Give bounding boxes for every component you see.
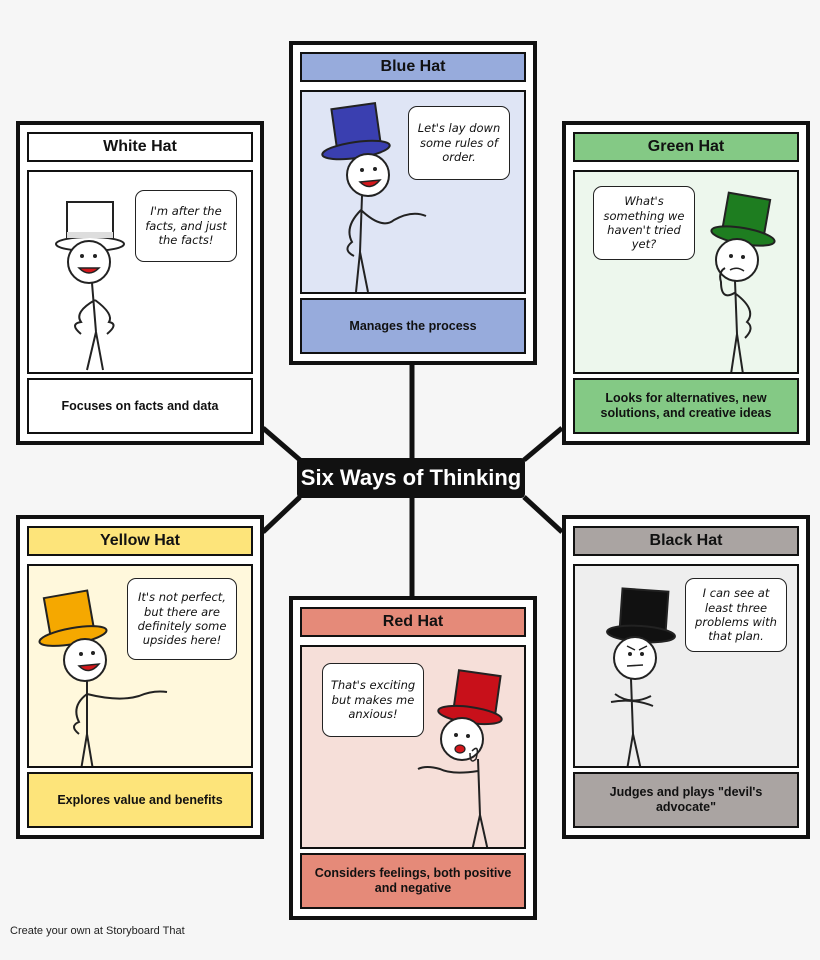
stick-figure [55,201,125,371]
card-scene: I can see at least three problems with t… [573,564,799,768]
card-header: Blue Hat [300,52,526,82]
speech-bubble: Let's lay down some rules of order. [408,106,510,180]
stick-figure [417,669,503,847]
stick-figure [38,589,168,766]
card-caption: Looks for alternatives, new solutions, a… [573,378,799,434]
diagram-title: Six Ways of Thinking [297,458,525,498]
card-red-hat: Red Hat That's exciting but makes me anx… [289,596,537,920]
card-header: Yellow Hat [27,526,253,556]
card-scene: What's something we haven't tried yet? [573,170,799,374]
speech-bubble: I'm after the facts, and just the facts! [135,190,237,262]
card-green-hat: Green Hat What's something we haven't tr… [562,121,810,445]
card-header: Red Hat [300,607,526,637]
card-scene: It's not perfect, but there are definite… [27,564,253,768]
hat-icon [38,589,108,647]
speech-bubble: It's not perfect, but there are definite… [127,578,237,660]
hat-icon [606,587,676,644]
card-header: Green Hat [573,132,799,162]
stick-figure [606,587,676,766]
card-caption: Manages the process [300,298,526,354]
card-scene: I'm after the facts, and just the facts! [27,170,253,374]
card-white-hat: White Hat I'm after the facts, and just … [16,121,264,445]
card-blue-hat: Blue Hat Let's lay down some rules of or… [289,41,537,365]
card-caption: Explores value and benefits [27,772,253,828]
stick-figure [710,191,776,372]
card-scene: That's exciting but makes me anxious! [300,645,526,849]
card-caption: Considers feelings, both positive and ne… [300,853,526,909]
speech-bubble: I can see at least three problems with t… [685,578,787,652]
card-caption: Focuses on facts and data [27,378,253,434]
card-yellow-hat: Yellow Hat It's not perfect, but there a… [16,515,264,839]
card-header: White Hat [27,132,253,162]
card-scene: Let's lay down some rules of order. [300,90,526,294]
hat-icon [321,102,391,161]
card-caption: Judges and plays "devil's advocate" [573,772,799,828]
speech-bubble: What's something we haven't tried yet? [593,186,695,260]
card-black-hat: Black Hat I can see at least three probl… [562,515,810,839]
stick-figure [321,102,427,292]
card-header: Black Hat [573,526,799,556]
footer-credit: Create your own at Storyboard That [10,925,185,937]
speech-bubble: That's exciting but makes me anxious! [322,663,424,737]
